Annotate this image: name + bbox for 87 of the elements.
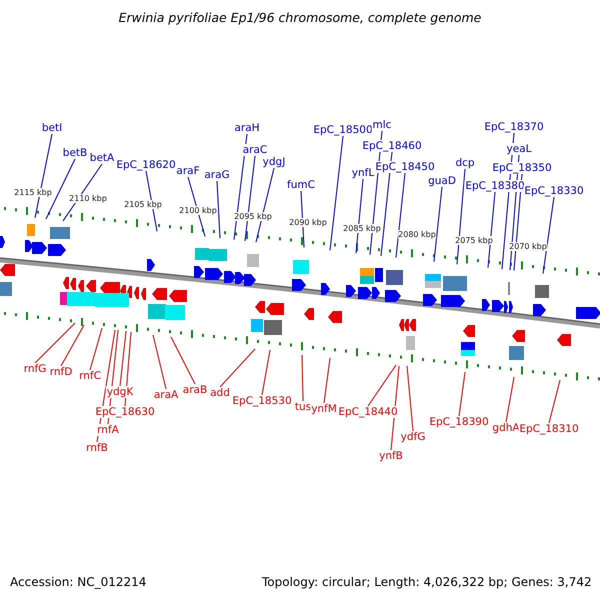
gene-label: betA xyxy=(88,152,116,164)
leader-line xyxy=(488,192,496,268)
leader-line xyxy=(90,328,102,370)
gene-label: EpC_18390 xyxy=(428,416,490,428)
leader-line xyxy=(46,158,76,220)
gene-label: rnfA xyxy=(96,424,120,436)
gene-label: EpC_18630 xyxy=(94,406,156,418)
gene-label: mlc xyxy=(372,119,392,131)
leader-line xyxy=(220,348,256,388)
gene-label: tus xyxy=(294,401,312,413)
gene-label: araB xyxy=(182,384,208,396)
gene-label: ynfL xyxy=(350,167,376,179)
leader-line xyxy=(244,156,256,242)
leader-line xyxy=(302,354,304,402)
gene-label: EpC_18620 xyxy=(115,159,177,171)
leader-line xyxy=(62,164,102,222)
gene-label: ydgK xyxy=(106,386,134,398)
gene-label: guaD xyxy=(427,175,457,187)
gene-label: araF xyxy=(175,165,201,177)
gene-label: EpC_18350 xyxy=(491,162,553,174)
gene-label: add xyxy=(209,387,231,399)
leader-line xyxy=(542,196,554,274)
gene-label: ydgJ xyxy=(262,156,286,168)
leader-line xyxy=(146,170,158,232)
footer-note: Topology: circular; Length: 4,026,322 bp; Genes: 3,742 xyxy=(262,575,592,589)
gene-label: EpC_18330 xyxy=(523,185,585,197)
leader-line xyxy=(330,136,344,251)
leader-line xyxy=(390,366,400,450)
leader-line xyxy=(406,366,414,432)
leader-line xyxy=(380,152,392,256)
scale-label: 2115 kbp xyxy=(14,188,52,197)
leader-line xyxy=(456,168,466,265)
leader-line xyxy=(262,350,270,396)
gene-label: dcp xyxy=(454,157,476,169)
scale-label: 2090 kbp xyxy=(289,218,327,227)
leader-line xyxy=(548,380,560,424)
scale-label: 2100 kbp xyxy=(179,206,217,215)
scale-label: 2085 kbp xyxy=(343,224,381,233)
gene-label: EpC_18460 xyxy=(361,140,423,152)
leader-line xyxy=(368,364,396,406)
gene-label: ydfG xyxy=(400,431,426,443)
gene-label: ynfB xyxy=(378,450,404,462)
leader-line xyxy=(300,190,304,248)
leader-line xyxy=(34,134,52,218)
scale-label: 2070 kbp xyxy=(509,242,547,252)
gene-label: EpC_18500 xyxy=(312,124,374,136)
gene-label: yeaL xyxy=(506,143,532,155)
leader-line xyxy=(434,186,442,262)
gene-label: rnfB xyxy=(85,442,109,454)
gene-label: araH xyxy=(233,122,261,134)
gene-label: EpC_18370 xyxy=(483,121,545,133)
leader-line xyxy=(324,358,330,404)
gene-label: gdhA xyxy=(491,422,521,434)
footer-note: Accession: NC_012214 xyxy=(10,575,146,589)
gene-label: betI xyxy=(40,122,64,134)
gene-label: ynfM xyxy=(310,403,338,415)
gene-label: EpC_18450 xyxy=(374,161,436,173)
gene-label: araG xyxy=(203,169,231,181)
leader-line xyxy=(152,334,166,390)
gene-label: EpC_18380 xyxy=(464,180,526,192)
leader-line xyxy=(356,178,364,254)
leader-line xyxy=(170,336,196,384)
leader-line xyxy=(188,176,206,238)
leader-line xyxy=(396,172,406,258)
leader-line xyxy=(120,330,126,386)
scale-label: 2080 kbp xyxy=(398,230,436,239)
leader-line xyxy=(256,168,274,243)
gene-label: betB xyxy=(62,147,88,159)
scale-label: 2105 kbp xyxy=(124,200,162,209)
gene-label: rnfD xyxy=(48,366,74,378)
leader-line xyxy=(34,322,76,364)
gene-label: EpC_18530 xyxy=(231,395,293,407)
gene-label: fumC xyxy=(286,179,316,191)
title: Erwinia pyrifoliae Ep1/96 chromosome, complete genome xyxy=(118,10,482,25)
leader-line xyxy=(216,180,220,239)
gene-label: rnfC xyxy=(78,370,102,382)
leader-line xyxy=(506,376,514,422)
leader-line xyxy=(60,324,84,366)
gene-label: EpC_18310 xyxy=(518,423,580,435)
leader-line xyxy=(458,372,466,416)
scale-label: 2095 kbp xyxy=(234,212,272,221)
gene-label: rnfG xyxy=(22,363,48,375)
gene-label: araA xyxy=(152,389,180,401)
gene-label: araC xyxy=(242,144,268,156)
scale-label: 2075 kbp xyxy=(455,236,493,246)
scale-label: 2110 kbp xyxy=(69,194,107,203)
gene-label: EpC_18440 xyxy=(337,406,399,418)
